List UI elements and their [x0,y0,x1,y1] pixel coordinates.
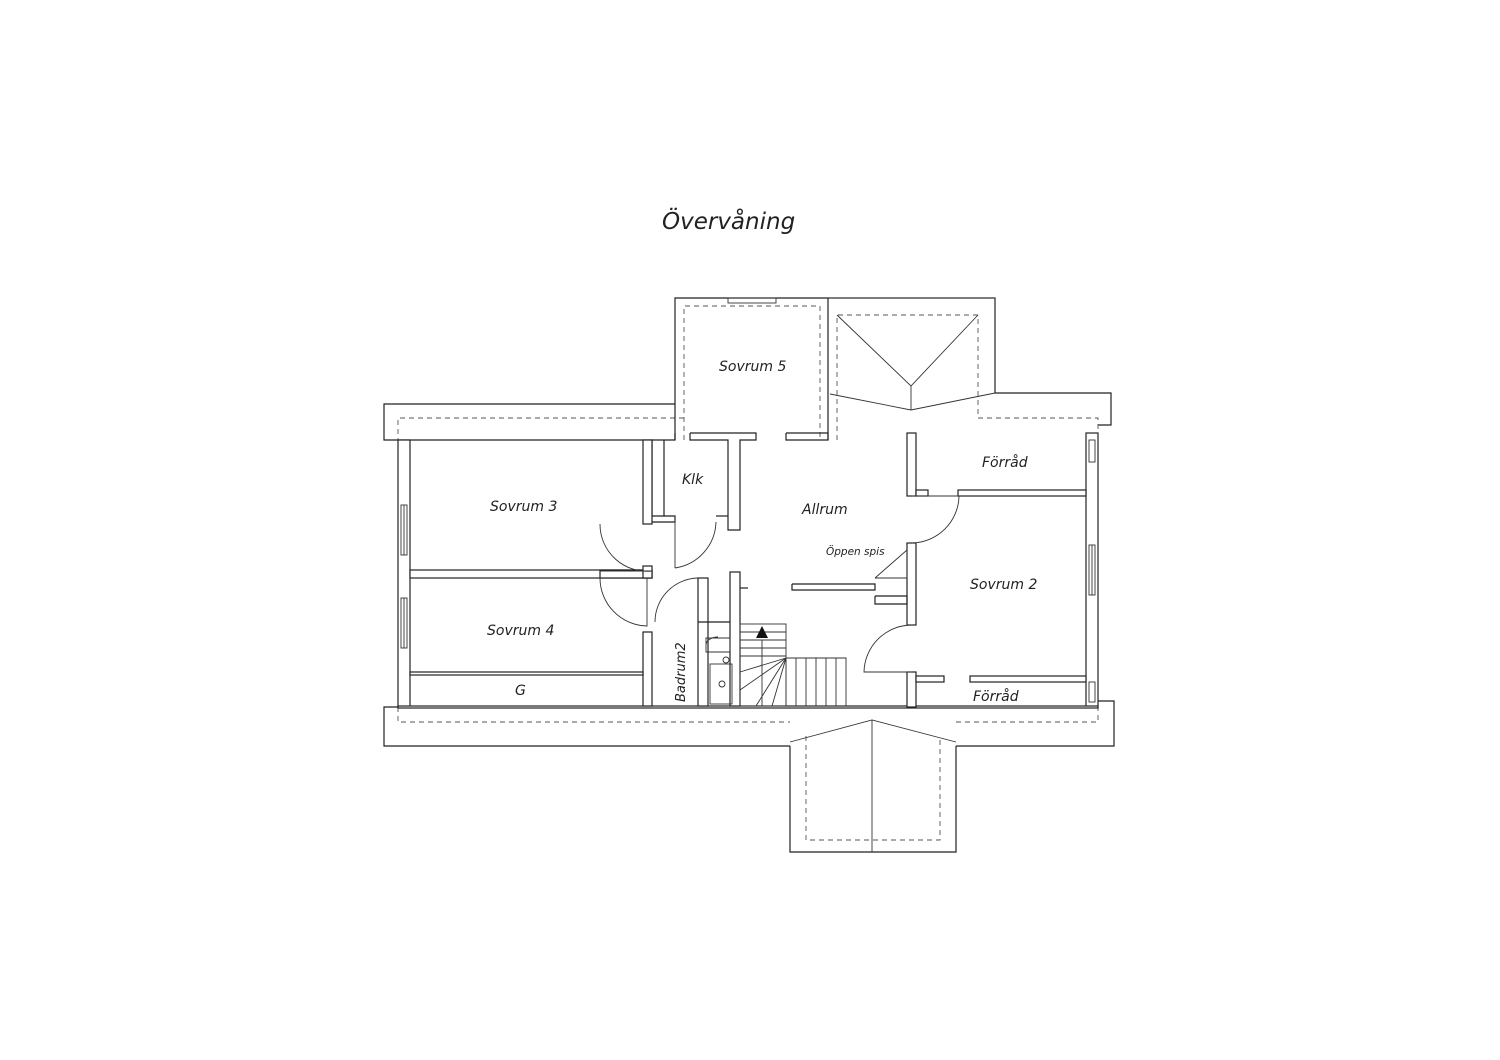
exterior-walls [397,297,1099,709]
stair-arrow-icon [756,626,768,638]
room-label-sovrum4: Sovrum 4 [487,623,554,639]
room-label-sovrum5: Sovrum 5 [719,359,786,375]
room-label-forrad-top: Förråd [982,454,1028,471]
room-label-sovrum3: Sovrum 3 [490,499,557,515]
toilet-icon [705,636,731,653]
room-label-badrum2: Badrum2 [674,642,689,702]
staircase [739,623,847,707]
room-label-sovrum2: Sovrum 2 [970,577,1037,593]
interior-walls [409,432,1087,708]
room-label-oppen-spis: Öppen spis [826,545,885,558]
doors [599,495,960,673]
sink-icon [709,663,733,705]
room-labels: Sovrum 5 Sovrum 3 Klk Allrum Öppen spis … [487,359,1037,705]
room-label-g: G [515,683,526,699]
roof-outline [383,297,1115,853]
room-label-klk: Klk [682,472,704,488]
room-label-forrad-bottom: Förråd [973,688,1019,705]
room-label-allrum: Allrum [801,502,848,518]
bathroom-fixtures [705,636,733,705]
plan-title: Övervåning [662,207,795,235]
